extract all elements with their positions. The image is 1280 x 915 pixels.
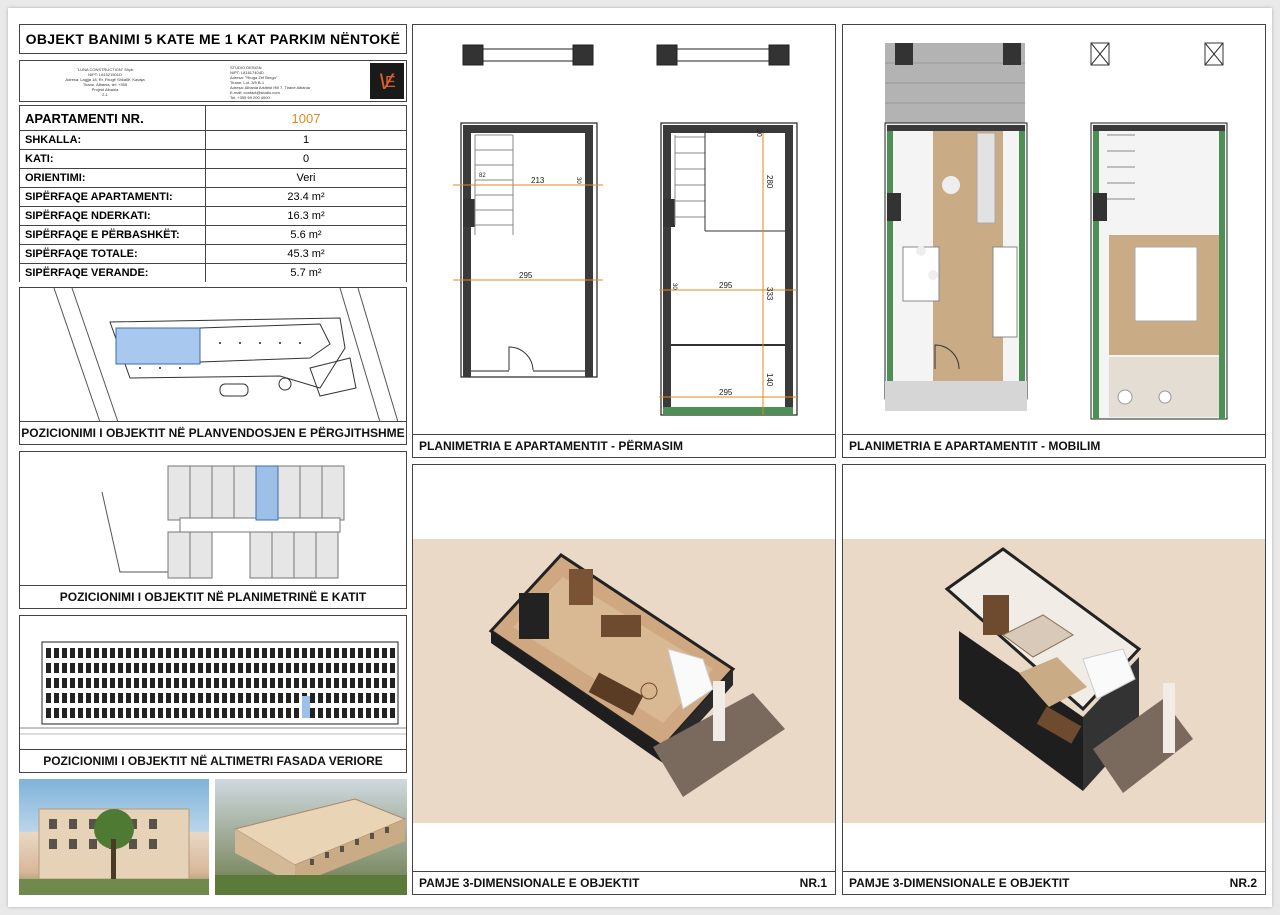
dim-295a: 295: [519, 271, 533, 280]
credit-line: Tirane, Albania, tel: +355: [82, 82, 128, 87]
view-3d-label-2: PAMJE 3-DIMENSIONALE E OBJEKTIT: [849, 876, 1070, 890]
info-row: ORIENTIMI:Veri: [19, 168, 407, 188]
dim-280: 280: [765, 175, 774, 189]
credit-line: NIPT: L81617404D: [230, 70, 264, 75]
info-label: SIPËRFAQE APARTAMENTI:: [19, 187, 206, 207]
info-value: 0: [205, 149, 407, 169]
info-row: SIPËRFAQE NDERKATI:16.3 m²: [19, 206, 407, 226]
view-3d-caption-1: PAMJE 3-DIMENSIONALE E OBJEKTIT NR.1: [413, 871, 835, 894]
view-3d-caption-2: PAMJE 3-DIMENSIONALE E OBJEKTIT NR.2: [843, 871, 1265, 894]
credit-line: Adresa: Lagjja 18, Rr. Rrugë Shkallë, Ka…: [65, 77, 145, 82]
view-3d-panel-2: PAMJE 3-DIMENSIONALE E OBJEKTIT NR.2: [842, 464, 1266, 895]
info-value: 5.7 m²: [205, 263, 407, 282]
credit-line: STUDIO DESIGN: [230, 65, 262, 70]
plan-furnished-panel: PLANIMETRIA E APARTAMENTIT - MOBILIM: [842, 24, 1266, 458]
render-3d-2: [843, 539, 1265, 823]
credits-left: "LUNA CONSTRUCTION" Shpk NIPT: L61521501…: [60, 67, 150, 97]
floor-position-drawing: [101, 465, 345, 579]
credit-line: Tirane, Lot. 3/5 B-1: [230, 80, 265, 85]
dim-30a: 30: [575, 177, 581, 184]
info-label: ORIENTIMI:: [19, 168, 206, 188]
view-3d-panel-1: PAMJE 3-DIMENSIONALE E OBJEKTIT NR.1: [412, 464, 836, 895]
info-row: SIPËRFAQE TOTALE:45.3 m²: [19, 244, 407, 264]
facade-drawing: [20, 641, 406, 735]
drawing-sheet: OBJEKT BANIMI 5 KATE ME 1 KAT PARKIM NËN…: [8, 8, 1272, 907]
info-value: 45.3 m²: [205, 244, 407, 264]
info-value: 5.6 m²: [205, 225, 407, 245]
info-row: SIPËRFAQE APARTAMENTI:23.4 m²: [19, 187, 407, 207]
facade-caption: POZICIONIMI I OBJEKTIT NË ALTIMETRI FASA…: [20, 749, 406, 772]
svg-text:V: V: [378, 69, 395, 94]
info-label: SIPËRFAQE E PËRBASHKËT:: [19, 225, 206, 245]
credit-line: Adresa: "Rruga Zef Bregu": [230, 75, 278, 80]
info-label: SIPËRFAQE TOTALE:: [19, 244, 206, 264]
apartment-info-table: APARTAMENTI NR. 1007 SHKALLA:1 KATI:0 OR…: [19, 105, 407, 282]
plan-dimension-caption: PLANIMETRIA E APARTAMENTIT - PËRMASIM: [413, 434, 835, 457]
credit-line: 2-1: [102, 92, 108, 97]
view-3d-label-1: PAMJE 3-DIMENSIONALE E OBJEKTIT: [419, 876, 640, 890]
dim-20: 20: [755, 129, 762, 137]
info-row: KATI:0: [19, 149, 407, 169]
info-value: Veri: [205, 168, 407, 188]
building-render-photo-1: [19, 779, 209, 895]
site-plan-caption: POZICIONIMI I OBJEKTIT NË PLANVENDOSJEN …: [20, 421, 406, 444]
credits-block: "LUNA CONSTRUCTION" Shpk NIPT: L61521501…: [19, 60, 407, 102]
dim-213: 213: [531, 176, 545, 185]
credits-right: STUDIO DESIGN NIPT: L81617404D Adresa: "…: [230, 65, 340, 100]
info-row: SIPËRFAQE E PËRBASHKËT:5.6 m²: [19, 225, 407, 245]
floor-position-caption: POZICIONIMI I OBJEKTIT NË PLANIMETRINË E…: [20, 585, 406, 608]
credit-line: "LUNA CONSTRUCTION" Shpk: [76, 67, 134, 72]
plan-furnished-drawing: [884, 42, 1228, 420]
dim-333: 333: [765, 287, 774, 301]
plan-dimension-drawing: 213 295 82 30 295 295: [453, 44, 798, 416]
view-3d-number-2: NR.2: [1229, 876, 1257, 890]
credit-line: Tel: +355 69 200 4000: [230, 95, 270, 100]
info-row: SIPËRFAQE VERANDE:5.7 m²: [19, 263, 407, 282]
info-value: 1: [205, 130, 407, 150]
plan-furnished-caption: PLANIMETRIA E APARTAMENTIT - MOBILIM: [843, 434, 1265, 457]
building-render-photo-2: [215, 779, 407, 895]
info-value: 16.3 m²: [205, 206, 407, 226]
project-title: OBJEKT BANIMI 5 KATE ME 1 KAT PARKIM NËN…: [25, 31, 401, 47]
plan-dimension-panel: 213 295 82 30 295 295: [412, 24, 836, 458]
dim-295b: 295: [719, 281, 733, 290]
render-3d-1: [413, 539, 835, 823]
credit-line: NIPT: L61521501D: [88, 72, 122, 77]
apartment-number: 1007: [205, 105, 407, 131]
info-label: SHKALLA:: [19, 130, 206, 150]
site-plan-panel: POZICIONIMI I OBJEKTIT NË PLANVENDOSJEN …: [19, 287, 407, 445]
dim-140: 140: [765, 373, 774, 387]
info-value: 23.4 m²: [205, 187, 407, 207]
dim-295c: 295: [719, 388, 733, 397]
dim-82: 82: [479, 173, 486, 179]
info-label: SIPËRFAQE NDERKATI:: [19, 206, 206, 226]
title-block: OBJEKT BANIMI 5 KATE ME 1 KAT PARKIM NËN…: [19, 24, 407, 54]
site-plan-drawing: [53, 288, 399, 423]
svg-text:E: E: [385, 74, 396, 91]
info-row: SHKALLA:1: [19, 130, 407, 150]
apartment-number-label: APARTAMENTI NR.: [19, 105, 206, 131]
credit-line: Projekt Albania: [91, 87, 119, 92]
facade-panel: POZICIONIMI I OBJEKTIT NË ALTIMETRI FASA…: [19, 615, 407, 773]
dim-30b: 30: [671, 283, 677, 290]
info-label: SIPËRFAQE VERANDE:: [19, 263, 206, 282]
credit-line: Adresa: Albania Arkitekt Hill 7, Tirane …: [230, 85, 310, 90]
credit-line: E-mail: contact@studio.com: [230, 90, 280, 95]
floor-position-panel: POZICIONIMI I OBJEKTIT NË PLANIMETRINË E…: [19, 451, 407, 609]
view-3d-number-1: NR.1: [799, 876, 827, 890]
info-label: KATI:: [19, 149, 206, 169]
